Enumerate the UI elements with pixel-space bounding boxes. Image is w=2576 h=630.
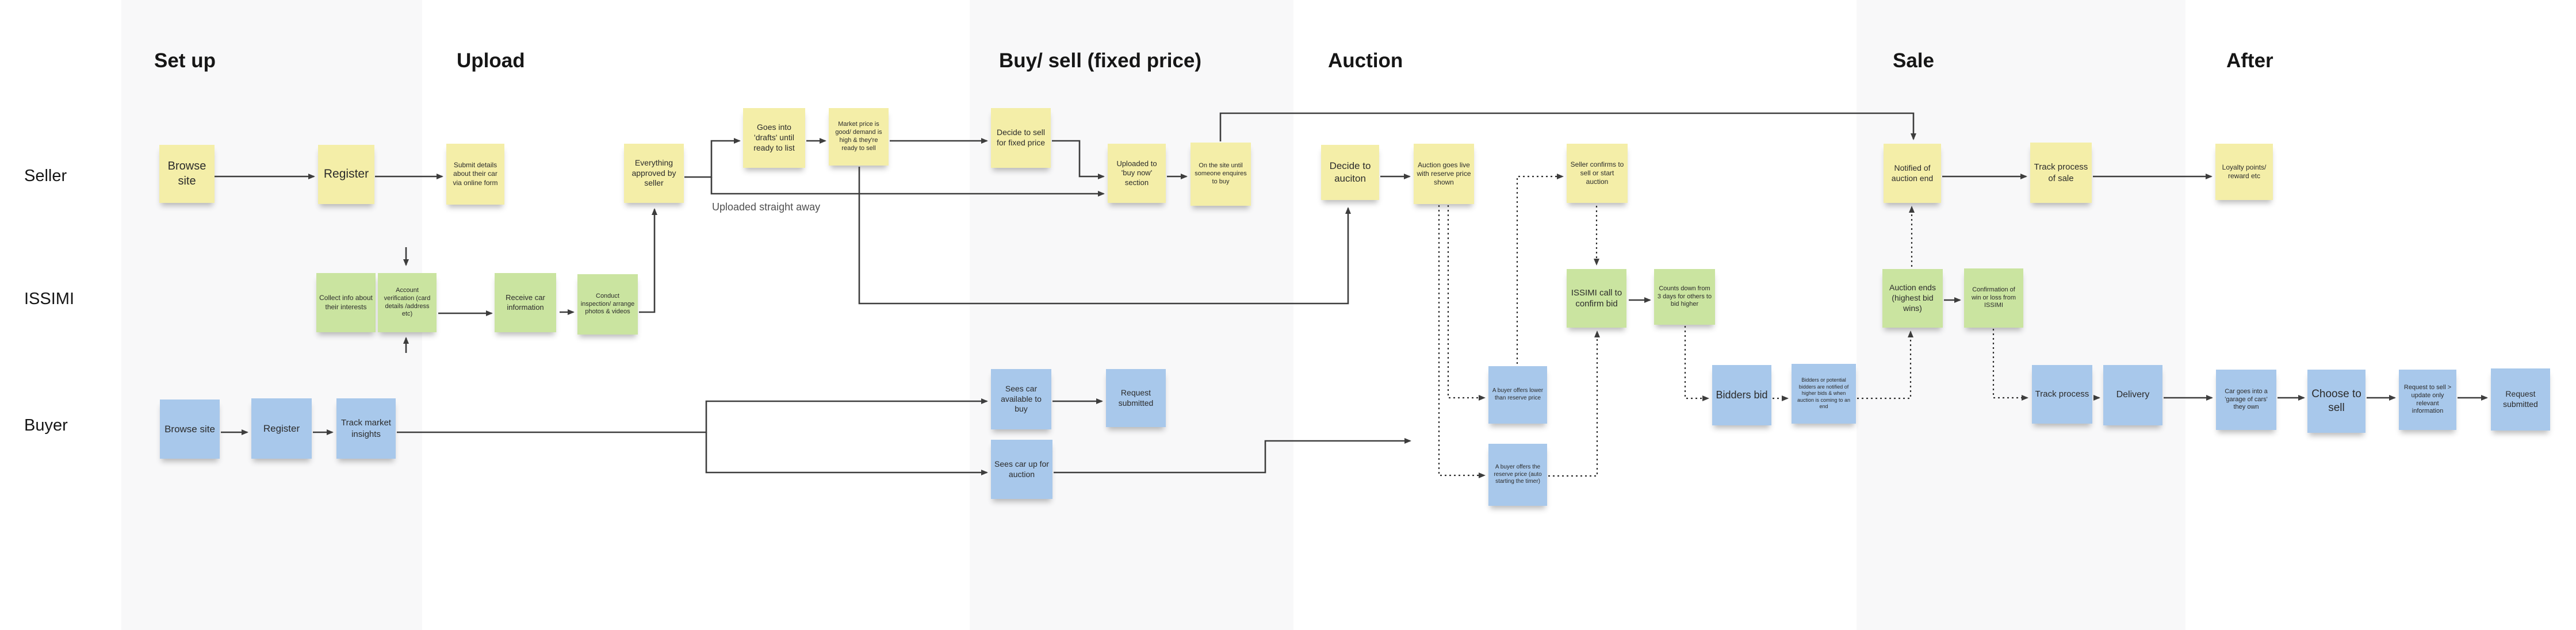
sticky-browse-site-buyer[interactable]: Browse site bbox=[160, 399, 220, 459]
sticky-request-to-sell-update[interactable]: Request to sell > update only relevant i… bbox=[2399, 370, 2456, 430]
sticky-buyer-offers-lower[interactable]: A buyer offers lower than reserve price bbox=[1488, 366, 1547, 424]
sticky-track-market-insights[interactable]: Track market insights bbox=[336, 398, 396, 459]
connector-goes-live-to-offers-reserve[interactable] bbox=[1438, 205, 1486, 478]
sticky-bidders-notified[interactable]: Bidders or potential bidders are notifie… bbox=[1792, 364, 1856, 424]
sticky-bidders-bid[interactable]: Bidders bid bbox=[1712, 365, 1771, 425]
sticky-register-seller[interactable]: Register bbox=[318, 145, 374, 204]
phase-header-auction: Auction bbox=[1328, 49, 1403, 72]
sticky-uploaded-buy-now[interactable]: Uploaded to 'buy now' section bbox=[1108, 144, 1166, 203]
sticky-decide-sell-fixed-price[interactable]: Decide to sell for fixed price bbox=[991, 108, 1051, 168]
sticky-sees-car-available[interactable]: Sees car available to buy bbox=[991, 369, 1051, 429]
sticky-conduct-inspection[interactable]: Conduct inspection/ arrange photos & vid… bbox=[577, 274, 638, 335]
sticky-choose-to-sell[interactable]: Choose to sell bbox=[2307, 370, 2366, 433]
sticky-buyer-offers-reserve[interactable]: A buyer offers the reserve price (auto s… bbox=[1488, 444, 1547, 506]
connector-offers-lower-to-seller-confirms[interactable] bbox=[1516, 174, 1564, 364]
phase-header-after: After bbox=[2226, 49, 2273, 72]
phase-band-1 bbox=[970, 0, 1293, 630]
sticky-request-submitted-fixed[interactable]: Request submitted bbox=[1106, 369, 1166, 427]
sticky-submit-details[interactable]: Submit details about their car via onlin… bbox=[446, 144, 504, 205]
sticky-seller-confirms[interactable]: Seller confirms to sell or start auction bbox=[1567, 144, 1628, 203]
sticky-collect-info-interests[interactable]: Collect info about their interests bbox=[316, 273, 376, 332]
sticky-account-verification[interactable]: Account verification (card details /addr… bbox=[378, 273, 437, 332]
phase-header-upload: Upload bbox=[457, 49, 525, 72]
sticky-track-process-of-sale[interactable]: Track process of sale bbox=[2030, 143, 2092, 203]
sticky-receive-car-information[interactable]: Receive car information bbox=[495, 273, 556, 332]
sticky-auction-goes-live[interactable]: Auction goes live with reserve price sho… bbox=[1414, 144, 1474, 204]
connector-approved-to-drafts[interactable] bbox=[684, 138, 741, 178]
sticky-loyalty-points[interactable]: Loyalty points/ reward etc bbox=[2215, 144, 2273, 200]
phase-header-sale: Sale bbox=[1893, 49, 1934, 72]
sticky-sees-car-up-for-auction[interactable]: Sees car up for auction bbox=[991, 440, 1052, 499]
lane-label-buyer: Buyer bbox=[24, 416, 68, 435]
sticky-register-buyer[interactable]: Register bbox=[251, 398, 312, 459]
phase-header-set-up: Set up bbox=[154, 49, 216, 72]
sticky-goes-into-drafts[interactable]: Goes into 'drafts' until ready to list bbox=[743, 108, 805, 168]
connector-insights-to-sees-available[interactable] bbox=[397, 398, 988, 433]
connector-countdown-to-bidders-bid[interactable] bbox=[1684, 326, 1709, 401]
sticky-confirmation-win-loss[interactable]: Confirmation of win or loss from ISSIMI bbox=[1964, 268, 2023, 328]
lane-label-seller: Seller bbox=[24, 167, 67, 185]
sticky-car-goes-into-garage[interactable]: Car goes into a 'garage of cars' they ow… bbox=[2216, 370, 2276, 430]
sticky-on-the-site-until-enquiry[interactable]: On the site until someone enquires to bu… bbox=[1191, 143, 1251, 206]
sticky-browse-site-seller[interactable]: Browse site bbox=[159, 145, 215, 203]
sticky-issimi-call-confirm-bid[interactable]: ISSIMI call to confirm bid bbox=[1567, 269, 1626, 328]
sticky-track-process-buyer[interactable]: Track process bbox=[2032, 365, 2092, 424]
connector-offers-reserve-to-issimi-call[interactable] bbox=[1548, 331, 1600, 477]
phase-band-0 bbox=[121, 0, 422, 630]
connector-insights-to-sees-auction[interactable] bbox=[705, 432, 988, 475]
sticky-delivery[interactable]: Delivery bbox=[2103, 365, 2162, 425]
sticky-counts-down-3-days[interactable]: Counts down from 3 days for others to bi… bbox=[1654, 269, 1715, 325]
uploaded-straight-away-label: Uploaded straight away bbox=[712, 201, 821, 213]
connector-goes-live-to-offers-lower[interactable] bbox=[1447, 205, 1486, 401]
phase-header-buy-sell-fixed-price-: Buy/ sell (fixed price) bbox=[999, 49, 1202, 72]
sticky-auction-ends-highest-bid[interactable]: Auction ends (highest bid wins) bbox=[1882, 269, 1943, 328]
sticky-decide-to-auction[interactable]: Decide to auciton bbox=[1321, 145, 1379, 200]
lane-label-issimi: ISSIMI bbox=[24, 290, 75, 308]
sticky-request-submitted-after[interactable]: Request submitted bbox=[2491, 368, 2550, 431]
sticky-market-price-good[interactable]: Market price is good/ demand is high & t… bbox=[829, 108, 889, 166]
connector-on-site-to-notified[interactable] bbox=[1219, 112, 1916, 141]
connector-inspection-to-approved[interactable] bbox=[639, 208, 657, 313]
sticky-everything-approved[interactable]: Everything approved by seller bbox=[624, 144, 684, 203]
sticky-notified-of-auction-end[interactable]: Notified of auction end bbox=[1884, 144, 1941, 203]
